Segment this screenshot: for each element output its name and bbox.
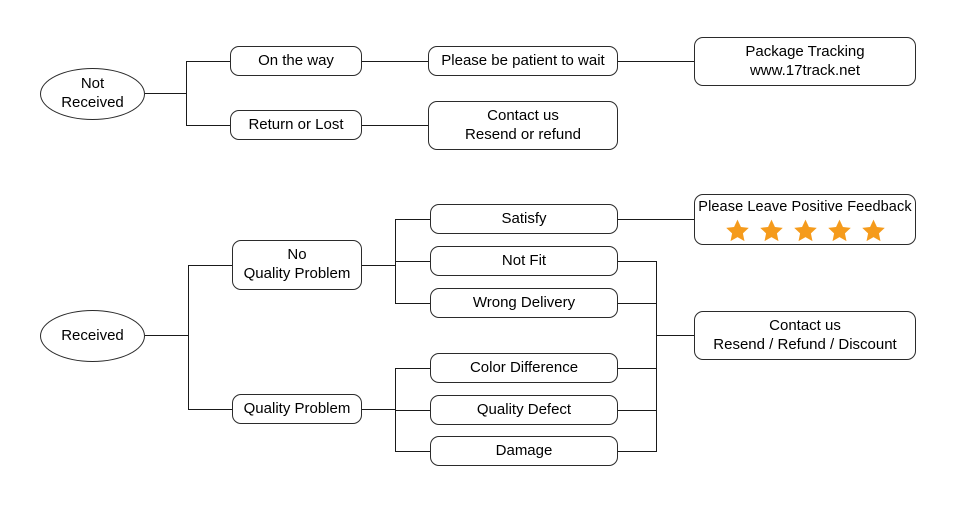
node-return-or-lost[interactable]: Return or Lost <box>230 110 362 140</box>
node-not-fit[interactable]: Not Fit <box>430 246 618 276</box>
connector-on-the-way-to-patient <box>362 61 428 63</box>
node-satisfy[interactable]: Satisfy <box>430 204 618 234</box>
connector-merge-to-contact <box>656 335 694 337</box>
connector-arm-quality-defect <box>395 410 430 412</box>
node-return-or-lost-label: Return or Lost <box>248 115 344 133</box>
node-please-be-patient-label: Please be patient to wait <box>441 51 605 69</box>
star-icon[interactable] <box>827 218 852 243</box>
node-wrong-delivery-label: Wrong Delivery <box>472 293 576 311</box>
node-resend-refund-discount-label: Resend / Refund / Discount <box>713 335 897 353</box>
connector-not-received-stem <box>145 93 186 95</box>
node-color-difference[interactable]: Color Difference <box>430 353 618 383</box>
node-received[interactable]: Received <box>40 310 145 362</box>
node-contact-resend-refund[interactable]: Contact us Resend or refund <box>428 101 618 150</box>
star-icon[interactable] <box>759 218 784 243</box>
connector-arm-color-difference <box>395 368 430 370</box>
node-contact-us-label-1: Contact us <box>487 106 559 124</box>
star-icon[interactable] <box>861 218 886 243</box>
node-color-difference-label: Color Difference <box>469 358 579 376</box>
connector-no-quality-problem-stem <box>362 265 395 267</box>
node-no-quality-problem-line2: Quality Problem <box>243 265 351 282</box>
node-quality-problem-label: Quality Problem <box>243 399 351 417</box>
connector-arm-no-quality-problem <box>188 265 232 267</box>
node-quality-defect-label: Quality Defect <box>476 400 572 418</box>
node-damage[interactable]: Damage <box>430 436 618 466</box>
star-icon[interactable] <box>793 218 818 243</box>
connector-arm-satisfy <box>395 219 430 221</box>
connector-not-received-bus <box>186 61 188 126</box>
star-icon[interactable] <box>725 218 750 243</box>
connector-arm-not-fit <box>395 261 430 263</box>
connector-color-difference-merge <box>618 368 657 370</box>
connector-received-stem <box>145 335 188 337</box>
node-please-be-patient[interactable]: Please be patient to wait <box>428 46 618 76</box>
node-not-received-line1: Not <box>80 75 105 93</box>
node-contact-us-label-2: Contact us <box>769 316 841 334</box>
node-no-quality-problem-line1: No <box>287 246 307 264</box>
connector-quality-problem-stem <box>362 409 395 411</box>
node-tracking-url-label: www.17track.net <box>749 61 861 79</box>
connector-not-fit-merge <box>618 261 657 263</box>
connector-quality-defect-merge <box>618 410 657 412</box>
connector-arm-return-or-lost <box>186 125 230 127</box>
connector-damage-merge <box>618 451 657 453</box>
star-rating[interactable] <box>725 218 886 243</box>
connector-wrong-delivery-merge <box>618 303 657 305</box>
node-on-the-way-label: On the way <box>258 51 334 69</box>
connector-patient-to-tracking <box>618 61 694 63</box>
connector-return-or-lost-to-contact <box>362 125 428 127</box>
node-wrong-delivery[interactable]: Wrong Delivery <box>430 288 618 318</box>
node-quality-problem[interactable]: Quality Problem <box>232 394 362 424</box>
connector-arm-damage <box>395 451 430 453</box>
node-contact-resend-refund-discount[interactable]: Contact us Resend / Refund / Discount <box>694 311 916 360</box>
connector-satisfy-to-feedback <box>618 219 694 221</box>
connector-merge-bus <box>656 261 658 452</box>
connector-received-bus <box>188 265 190 410</box>
node-satisfy-label: Satisfy <box>501 209 547 227</box>
node-damage-label: Damage <box>495 441 553 459</box>
node-received-label: Received <box>61 326 124 344</box>
feedback-label: Please Leave Positive Feedback <box>698 198 912 215</box>
node-package-tracking[interactable]: Package Tracking www.17track.net <box>694 37 916 86</box>
node-positive-feedback[interactable]: Please Leave Positive Feedback <box>694 194 916 245</box>
connector-arm-quality-problem <box>188 409 232 411</box>
connector-arm-wrong-delivery <box>395 303 430 305</box>
node-on-the-way[interactable]: On the way <box>230 46 362 76</box>
node-resend-or-refund-label: Resend or refund <box>465 125 581 143</box>
node-package-tracking-label: Package Tracking <box>745 42 865 60</box>
node-not-fit-label: Not Fit <box>501 251 547 269</box>
node-no-quality-problem[interactable]: No Quality Problem <box>232 240 362 290</box>
connector-arm-on-the-way <box>186 61 230 63</box>
node-quality-defect[interactable]: Quality Defect <box>430 395 618 425</box>
node-not-received-line2: Received <box>61 94 124 111</box>
node-not-received[interactable]: Not Received <box>40 68 145 120</box>
